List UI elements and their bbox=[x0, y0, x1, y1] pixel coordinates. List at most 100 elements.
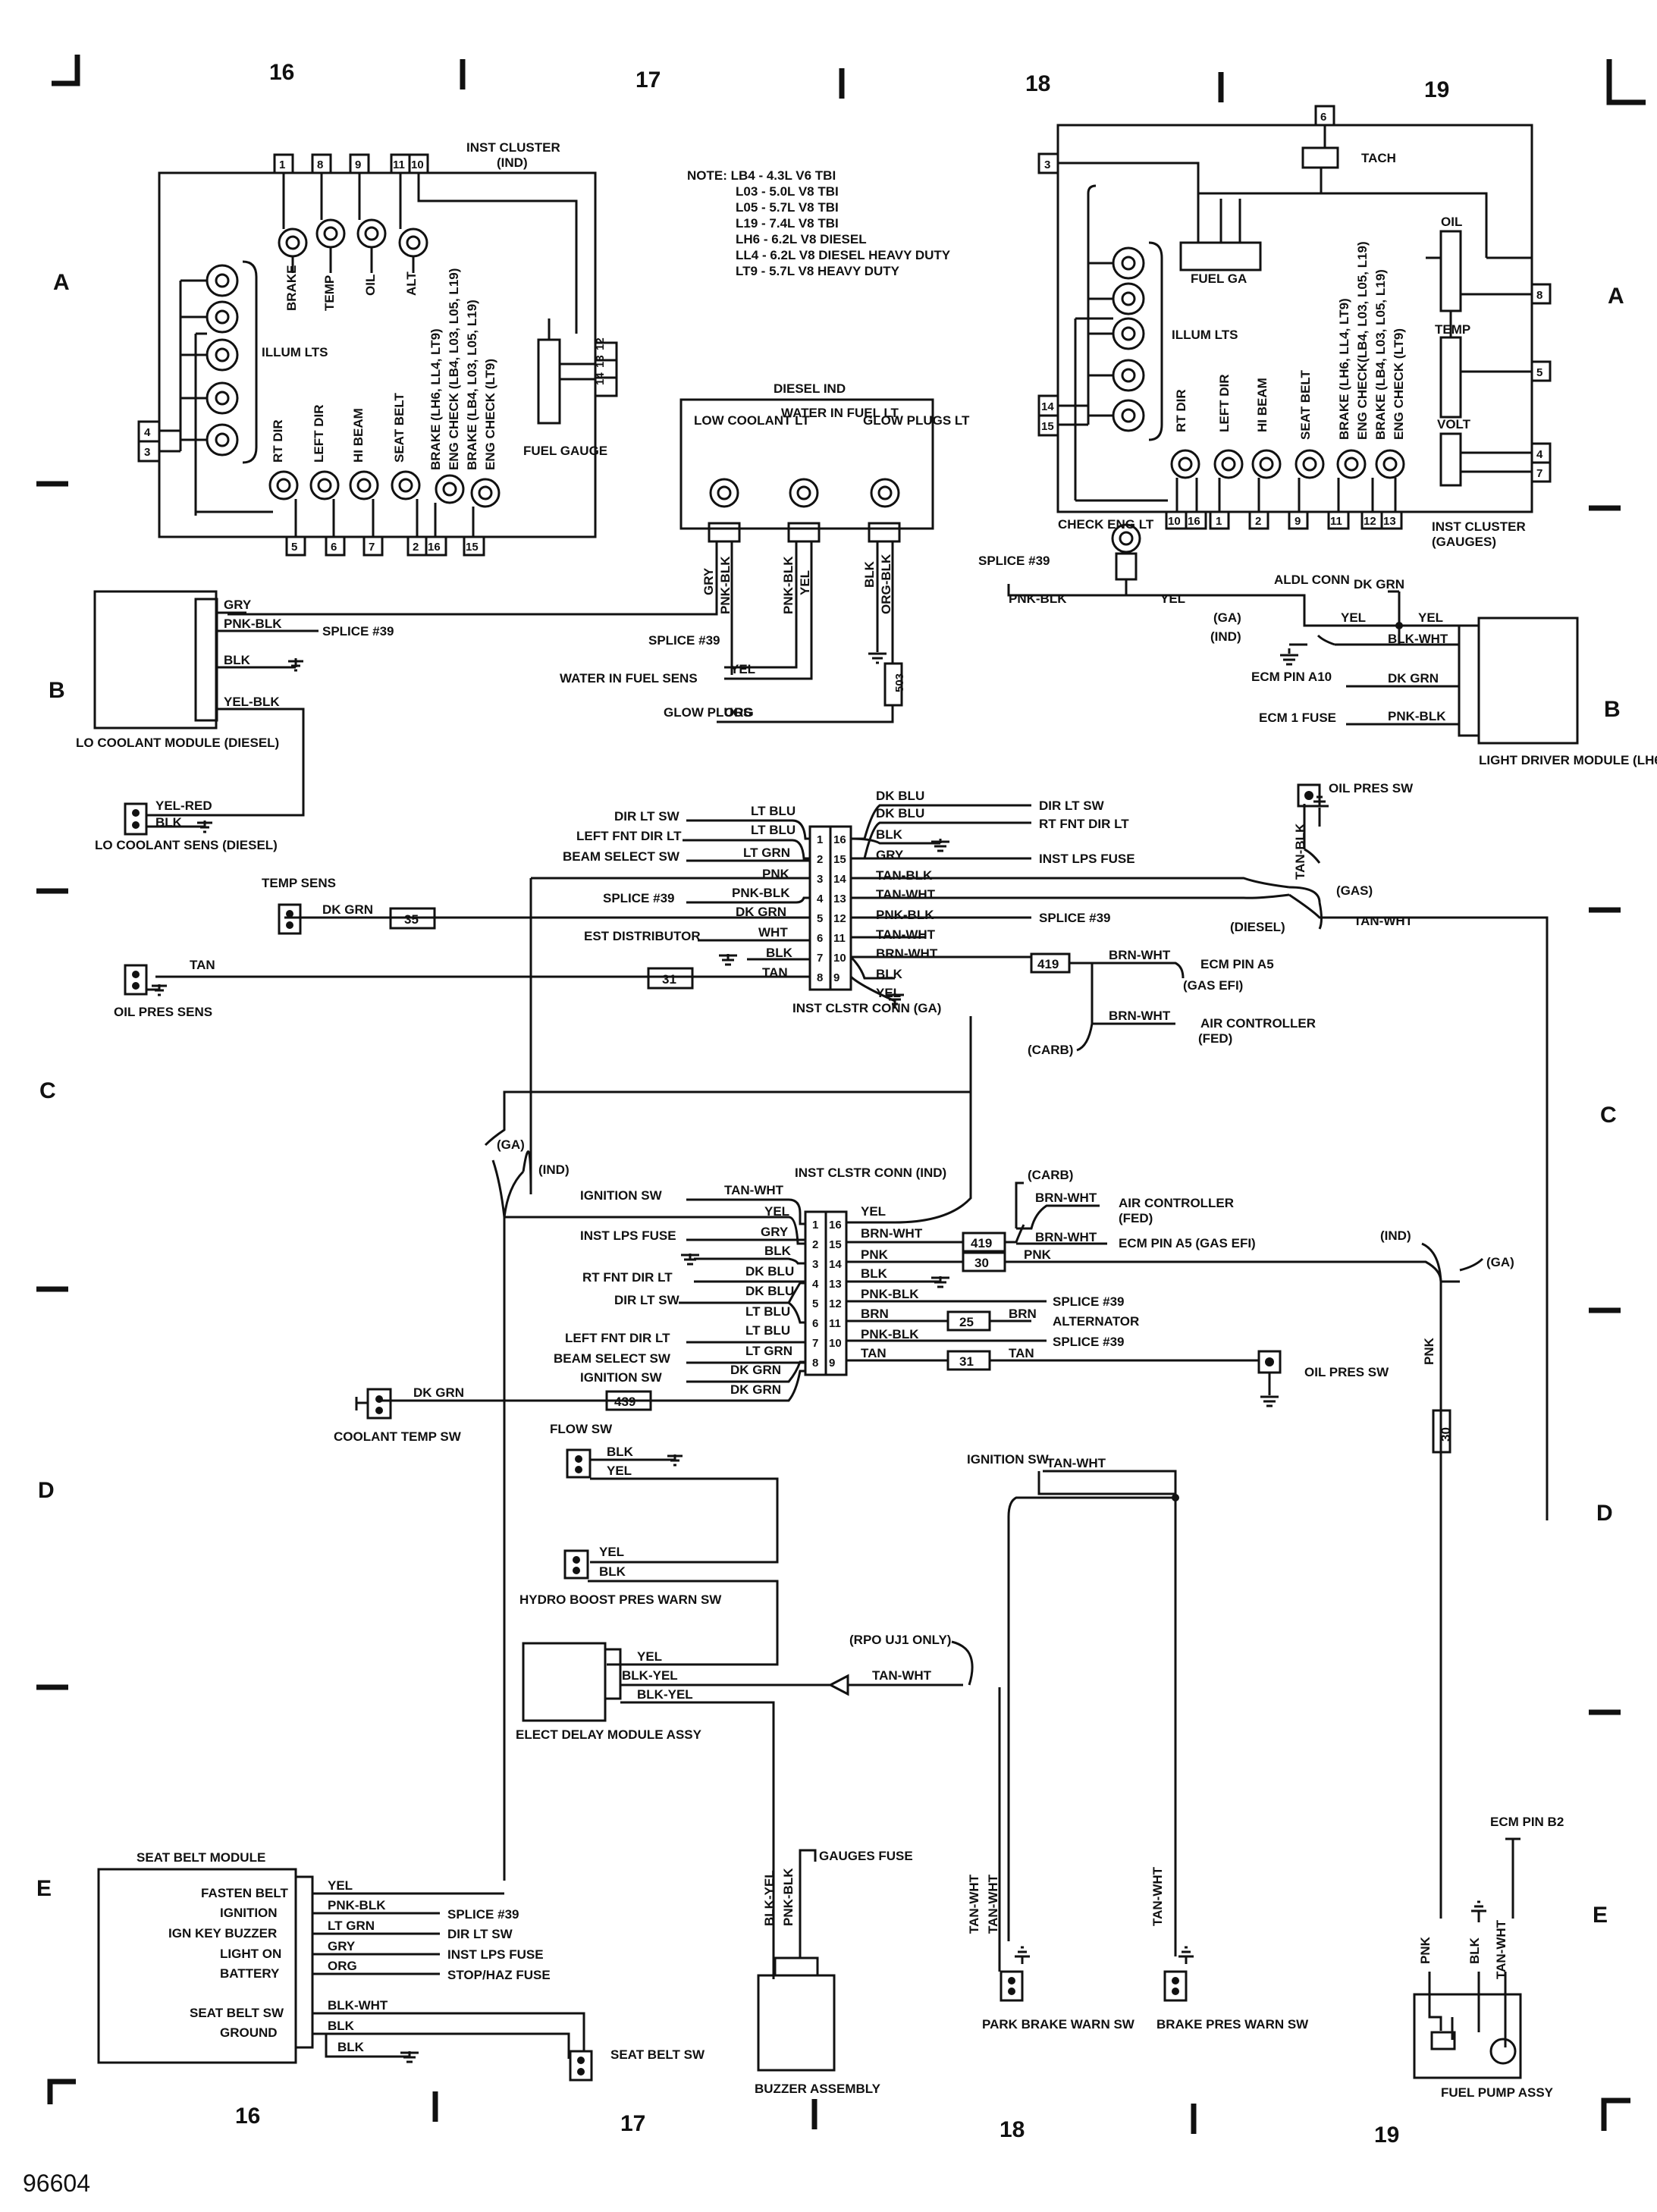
note-line: LT9 - 5.7L V8 HEAVY DUTY bbox=[736, 264, 900, 278]
svg-text:1: 1 bbox=[817, 833, 823, 846]
conn-wire: BRN-WHT bbox=[876, 946, 938, 961]
left-sensors: TEMP SENS DK GRN 35 OIL PRES SENS TAN 31 bbox=[114, 876, 694, 1019]
svg-text:16: 16 bbox=[833, 833, 846, 846]
wire-color: BLK bbox=[328, 2019, 355, 2033]
pin-label: 4 bbox=[144, 426, 151, 439]
wire-color: TAN bbox=[190, 958, 215, 972]
svg-text:7: 7 bbox=[1536, 467, 1542, 480]
dest-label: INST LPS FUSE bbox=[447, 1947, 544, 1962]
wire-color: YEL bbox=[328, 1878, 353, 1893]
svg-text:TAN-WHT: TAN-WHT bbox=[724, 1183, 784, 1197]
svg-text:BRN-WHT: BRN-WHT bbox=[861, 1226, 923, 1241]
svg-text:5: 5 bbox=[817, 912, 823, 925]
conn-left-label: DIR LT SW bbox=[614, 1293, 680, 1307]
light-driver: LIGHT DRIVER MODULE (LH6 DIESEL) ALDL CO… bbox=[978, 554, 1657, 767]
wire-color: PNK bbox=[1418, 1936, 1433, 1964]
switch-label: HYDRO BOOST PRES WARN SW bbox=[519, 1592, 722, 1607]
conn-right-label: SPLICE #39 bbox=[1053, 1294, 1125, 1309]
top-pins: 1 8 9 11 10 bbox=[273, 153, 429, 174]
svg-text:13: 13 bbox=[829, 1278, 842, 1291]
fuel-gauge-label: FUEL GAUGE bbox=[523, 444, 607, 458]
conn-left-label: SPLICE #39 bbox=[603, 891, 675, 905]
svg-text:PNK: PNK bbox=[861, 1247, 889, 1262]
conn-wire: GRY bbox=[876, 848, 904, 862]
svg-text:5: 5 bbox=[291, 541, 297, 554]
inst-clstr-conn-ind: 1 2 3 4 5 6 7 8 16 15 14 13 12 11 10 9 I… bbox=[334, 1016, 1442, 1881]
conn-left-label: LEFT FNT DIR LT bbox=[565, 1331, 670, 1345]
conn-left-label: BEAM SELECT SW bbox=[563, 849, 680, 864]
wire-color: DK GRN bbox=[1354, 577, 1404, 591]
svg-text:7: 7 bbox=[812, 1337, 818, 1350]
lamp-label: HI BEAM bbox=[351, 408, 366, 463]
wire-color: YEL-RED bbox=[155, 799, 212, 813]
conn-wire: PNK-BLK bbox=[876, 908, 934, 922]
wire-color: BLK bbox=[599, 1564, 626, 1579]
module-pin: IGN KEY BUZZER bbox=[168, 1926, 277, 1941]
tach-label: TACH bbox=[1361, 151, 1396, 165]
svg-text:4: 4 bbox=[812, 1278, 819, 1291]
svg-text:5: 5 bbox=[812, 1297, 818, 1310]
conn-right-label: ECM PIN A5 bbox=[1200, 957, 1274, 971]
svg-text:12: 12 bbox=[833, 912, 846, 925]
svg-text:15: 15 bbox=[466, 541, 479, 554]
conn-right-label: SPLICE #39 bbox=[1053, 1335, 1125, 1349]
svg-text:16: 16 bbox=[428, 541, 441, 554]
circuit-label: 419 bbox=[1037, 957, 1059, 971]
wire-color: YEL bbox=[798, 570, 812, 595]
wire-color: DK GRN bbox=[1388, 671, 1439, 686]
svg-text:11: 11 bbox=[393, 158, 405, 171]
conn-right-label: (GAS EFI) bbox=[1183, 978, 1243, 993]
illum-label: ILLUM LTS bbox=[262, 345, 328, 359]
svg-text:14: 14 bbox=[833, 873, 846, 886]
gas-label: (GAS) bbox=[1336, 883, 1373, 898]
conn-left-label: INST LPS FUSE bbox=[580, 1228, 676, 1243]
wire-color: YEL bbox=[730, 662, 755, 676]
dest-label: SPLICE #39 bbox=[447, 1907, 519, 1922]
temp-label: TEMP bbox=[1435, 322, 1470, 337]
circuit-label: 419 bbox=[971, 1236, 992, 1250]
wire-color: YEL bbox=[1418, 610, 1443, 625]
note-line: LH6 - 6.2L V8 DIESEL bbox=[736, 232, 867, 246]
conn-wire: DK BLU bbox=[876, 789, 924, 803]
svg-text:5: 5 bbox=[1536, 366, 1542, 379]
lo-coolant: LO COOLANT MODULE (DIESEL) GRY PNK-BLK B… bbox=[76, 590, 394, 852]
svg-text:7: 7 bbox=[817, 952, 823, 965]
lamp-label: HI BEAM bbox=[1255, 378, 1269, 432]
column-label: 17 bbox=[635, 67, 661, 93]
inst-cluster-gauges: INST CLUSTER (GAUGES) 6 3 TACH FUEL GA O… bbox=[1037, 105, 1552, 581]
wire-color: TAN-WHT bbox=[1354, 914, 1414, 928]
ign-label: IGNITION SW bbox=[967, 1452, 1050, 1467]
svg-text:15: 15 bbox=[833, 853, 846, 866]
row-label: D bbox=[1596, 1501, 1613, 1526]
conn-wire: BLK bbox=[766, 946, 793, 960]
row-labels-right: A B C D E bbox=[1593, 284, 1624, 1928]
svg-text:9: 9 bbox=[1295, 515, 1301, 528]
carb-label: (CARB) bbox=[1028, 1168, 1073, 1182]
wire-color: PNK-BLK bbox=[328, 1898, 386, 1912]
ind-label: (IND) bbox=[1210, 629, 1241, 644]
wire-color: TAN-BLK bbox=[1293, 823, 1307, 880]
wire-color: PNK-BLK bbox=[718, 556, 733, 614]
lamp-label: BRAKE (LH6, LL4, LT9) bbox=[1337, 298, 1351, 440]
svg-text:10: 10 bbox=[1168, 515, 1181, 528]
seat-belt-module: SEAT BELT MODULE FASTEN BELT IGNITION IG… bbox=[97, 1850, 705, 2082]
ind-label: (IND) bbox=[538, 1162, 570, 1177]
svg-text:2: 2 bbox=[817, 853, 823, 866]
svg-text:12: 12 bbox=[594, 337, 607, 350]
buzzer-label: BUZZER ASSEMBLY bbox=[755, 2082, 881, 2096]
right-pins: 14 13 12 bbox=[594, 337, 618, 397]
svg-text:3: 3 bbox=[1044, 158, 1050, 171]
ecm-pin-label: ECM PIN A10 bbox=[1251, 670, 1332, 684]
lamp-label: SEAT BELT bbox=[1298, 369, 1313, 440]
lamp-label: ENG CHECK(LB4, L03, L05, L19) bbox=[1355, 241, 1370, 440]
lamp-label: ENG CHECK (LB4, L03, L05, L19) bbox=[447, 268, 461, 470]
row-label: B bbox=[49, 678, 65, 703]
splice-label: SPLICE #39 bbox=[978, 554, 1050, 568]
gauges-fuse-label: GAUGES FUSE bbox=[819, 1849, 913, 1863]
conn-right-label: (FED) bbox=[1198, 1031, 1232, 1046]
lamp-label: RT DIR bbox=[1174, 389, 1188, 432]
cluster-title: INST CLUSTER bbox=[466, 140, 560, 155]
row-labels-left: A B C D E bbox=[36, 270, 70, 1901]
cluster-subtitle: (IND) bbox=[497, 155, 528, 170]
diesel-ind-title: DIESEL IND bbox=[774, 381, 846, 396]
